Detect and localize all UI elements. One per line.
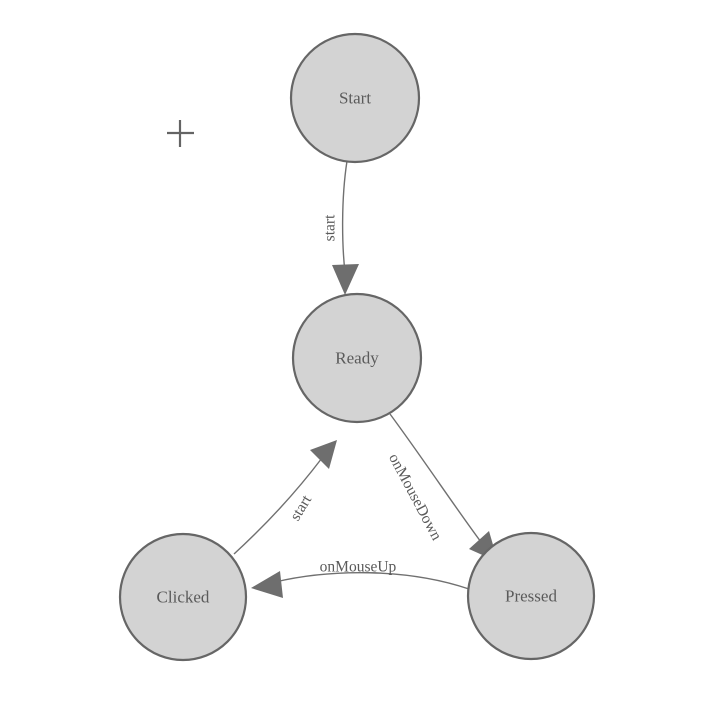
edge-start-to-ready-label: start: [322, 214, 339, 241]
node-start-label: Start: [339, 89, 371, 108]
edge-pressed-to-clicked-path[interactable]: [274, 571, 470, 590]
node-ready-circle[interactable]: [291, 292, 423, 424]
edge-pressed-to-clicked[interactable]: onMouseUp: [251, 559, 470, 599]
plus-marker[interactable]: [167, 120, 194, 147]
node-layer: Start Ready Clicked Pressed: [118, 32, 596, 662]
edge-clicked-to-ready[interactable]: start: [233, 440, 337, 555]
edge-ready-to-pressed-path[interactable]: [389, 413, 485, 547]
node-pressed-circle[interactable]: [466, 531, 596, 661]
edge-ready-to-pressed[interactable]: onMouseDown: [385, 413, 498, 562]
edge-start-to-ready[interactable]: start: [322, 160, 360, 295]
node-start-circle[interactable]: [289, 32, 421, 164]
node-clicked[interactable]: Clicked: [118, 532, 248, 662]
node-pressed-label: Pressed: [505, 587, 557, 606]
edge-start-to-ready-path[interactable]: [341, 160, 348, 273]
node-pressed[interactable]: Pressed: [466, 531, 596, 661]
edge-clicked-to-ready-path[interactable]: [233, 457, 323, 555]
edge-start-to-ready-arrowhead: [332, 264, 359, 295]
node-ready-label: Ready: [335, 349, 379, 368]
node-start[interactable]: Start: [289, 32, 421, 164]
edge-ready-to-pressed-label: onMouseDown: [385, 451, 445, 544]
node-clicked-circle[interactable]: [118, 532, 248, 662]
node-clicked-label: Clicked: [157, 588, 210, 607]
edge-clicked-to-ready-arrowhead: [310, 440, 337, 469]
node-ready[interactable]: Ready: [291, 292, 423, 424]
edge-pressed-to-clicked-label: onMouseUp: [320, 559, 397, 576]
edge-pressed-to-clicked-arrowhead: [251, 571, 283, 598]
